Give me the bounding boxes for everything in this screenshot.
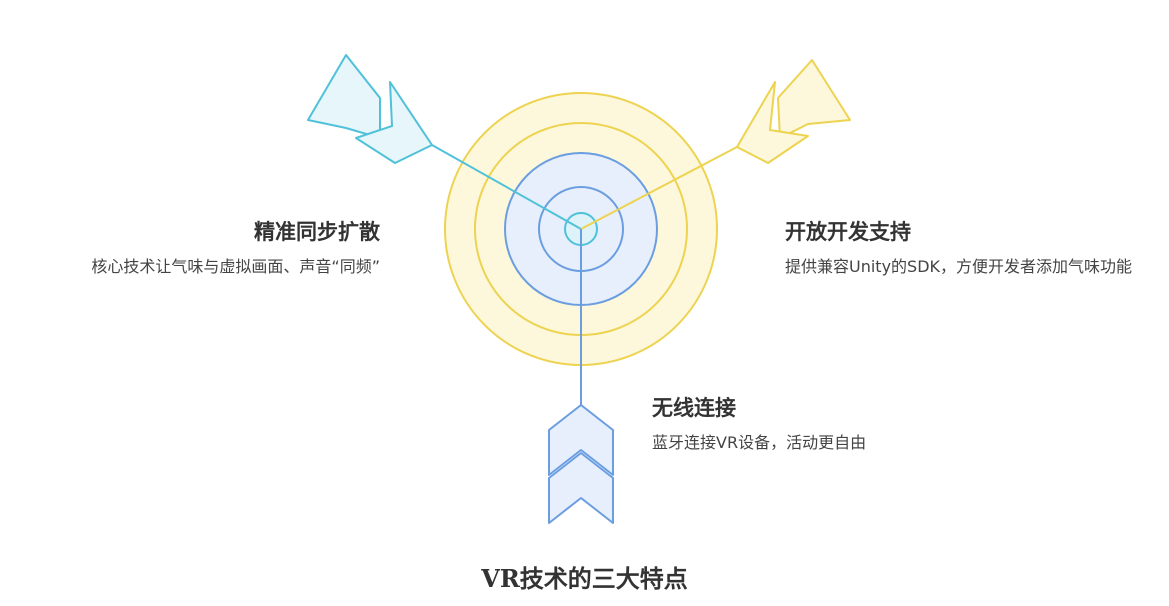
- callout-title: 开放开发支持: [785, 220, 911, 244]
- left-fletching-front: [355, 81, 433, 164]
- callout-title: 精准同步扩散: [254, 220, 380, 244]
- left-fletching-back: [307, 54, 381, 139]
- callout-wireless: 无线连接 蓝牙连接VR设备，活动更自由: [652, 394, 1012, 457]
- callout-title: 无线连接: [652, 396, 736, 420]
- arrow-shaft-left: [431, 144, 582, 230]
- bottom-fletching-bottom: [548, 452, 614, 524]
- right-fletching-back: [777, 59, 851, 139]
- arrow-shaft-right: [580, 146, 738, 230]
- callout-description: 核心技术让气味与虚拟画面、声音“同频”: [91, 257, 380, 276]
- callout-description: 提供兼容Unity的SDK，方便开发者添加气味功能: [785, 257, 1133, 276]
- callout-open-dev: 开放开发支持 提供兼容Unity的SDK，方便开发者添加气味功能: [785, 218, 1155, 281]
- callout-description: 蓝牙连接VR设备，活动更自由: [652, 433, 867, 452]
- callout-precise-sync: 精准同步扩散 核心技术让气味与虚拟画面、声音“同频”: [30, 218, 380, 281]
- diagram-title: VR技术的三大特点: [481, 564, 688, 593]
- bottom-fletching-top: [548, 404, 614, 476]
- right-fletching-front: [736, 81, 809, 164]
